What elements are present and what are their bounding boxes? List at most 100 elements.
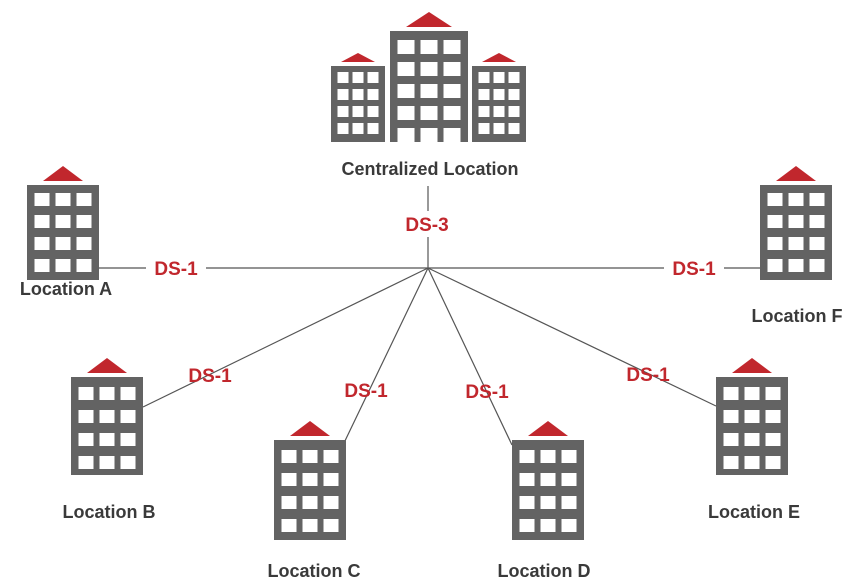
building-window xyxy=(55,193,71,206)
location-c-building xyxy=(274,421,346,540)
building-window xyxy=(443,40,461,54)
building-window xyxy=(788,237,804,250)
building-window xyxy=(443,62,461,76)
building-window xyxy=(420,62,438,76)
location-a-building xyxy=(27,166,99,280)
link-label-d: DS-1 xyxy=(465,382,509,403)
building-window xyxy=(478,72,490,83)
building-window xyxy=(397,84,415,98)
building-window xyxy=(34,215,50,228)
building-window xyxy=(323,496,339,509)
building-window xyxy=(493,123,505,134)
building-window xyxy=(561,496,577,509)
building-window xyxy=(302,496,318,509)
link-label-e: DS-1 xyxy=(626,365,670,386)
building-window xyxy=(540,473,556,486)
building-window xyxy=(302,473,318,486)
building-window xyxy=(519,450,535,463)
building-window xyxy=(519,473,535,486)
building-window xyxy=(78,456,94,469)
building-window xyxy=(55,259,71,272)
building-window xyxy=(397,106,415,120)
location-e-building xyxy=(716,358,788,475)
roof-icon xyxy=(43,166,83,181)
building-window xyxy=(765,456,781,469)
building-window xyxy=(443,84,461,98)
building-window xyxy=(99,433,115,446)
link-label-f: DS-1 xyxy=(672,259,716,280)
building-window xyxy=(76,259,92,272)
building-window xyxy=(443,106,461,120)
building-window xyxy=(561,473,577,486)
link-label-b: DS-1 xyxy=(188,366,232,387)
building-window xyxy=(337,106,349,117)
building-window xyxy=(352,123,364,134)
building-window xyxy=(508,106,520,117)
roof-icon xyxy=(87,358,127,373)
central-middle-tower xyxy=(390,12,468,142)
building-window xyxy=(493,72,505,83)
location-labels: Centralized Location Location A Location… xyxy=(20,159,843,581)
building-window xyxy=(99,456,115,469)
building-window xyxy=(76,237,92,250)
building-window xyxy=(767,259,783,272)
building-window xyxy=(767,193,783,206)
building-window xyxy=(540,519,556,532)
roof-icon xyxy=(776,166,816,181)
building-window xyxy=(337,123,349,134)
building-window xyxy=(561,450,577,463)
links xyxy=(99,186,760,446)
location-b-building xyxy=(71,358,143,475)
building-window xyxy=(478,123,490,134)
link-label-a: DS-1 xyxy=(154,259,198,280)
building-window xyxy=(540,450,556,463)
building-window xyxy=(420,84,438,98)
building-window xyxy=(723,456,739,469)
roof-icon xyxy=(528,421,568,436)
building-window xyxy=(478,106,490,117)
building-window xyxy=(323,450,339,463)
building-window xyxy=(508,72,520,83)
roof-icon xyxy=(482,53,516,62)
building-window xyxy=(420,128,438,142)
building-window xyxy=(508,89,520,100)
link-line-d xyxy=(427,267,513,446)
building-window xyxy=(519,496,535,509)
building-window xyxy=(323,519,339,532)
building-window xyxy=(561,519,577,532)
building-window xyxy=(281,473,297,486)
building-window xyxy=(788,193,804,206)
building-window xyxy=(337,89,349,100)
building-window xyxy=(420,106,438,120)
building-window xyxy=(744,410,760,423)
building-window xyxy=(352,89,364,100)
building-window xyxy=(55,237,71,250)
roof-icon xyxy=(732,358,772,373)
location-d-label: Location D xyxy=(498,561,591,581)
roof-icon xyxy=(406,12,452,27)
building-window xyxy=(55,215,71,228)
building-window xyxy=(302,450,318,463)
roof-icon xyxy=(341,53,375,62)
building-window xyxy=(120,410,136,423)
building-window xyxy=(120,387,136,400)
building-window xyxy=(767,215,783,228)
building-window xyxy=(478,89,490,100)
building-window xyxy=(397,128,415,142)
building-window xyxy=(809,215,825,228)
location-a-label: Location A xyxy=(20,279,112,299)
building-window xyxy=(493,89,505,100)
location-f-label: Location F xyxy=(752,306,843,326)
building-window xyxy=(34,237,50,250)
building-window xyxy=(788,215,804,228)
building-window xyxy=(99,410,115,423)
building-window xyxy=(281,496,297,509)
building-window xyxy=(420,40,438,54)
building-window xyxy=(744,433,760,446)
location-b-label: Location B xyxy=(63,502,156,522)
building-window xyxy=(34,193,50,206)
central-right-tower xyxy=(472,53,526,142)
building-window xyxy=(78,387,94,400)
building-window xyxy=(367,72,379,83)
